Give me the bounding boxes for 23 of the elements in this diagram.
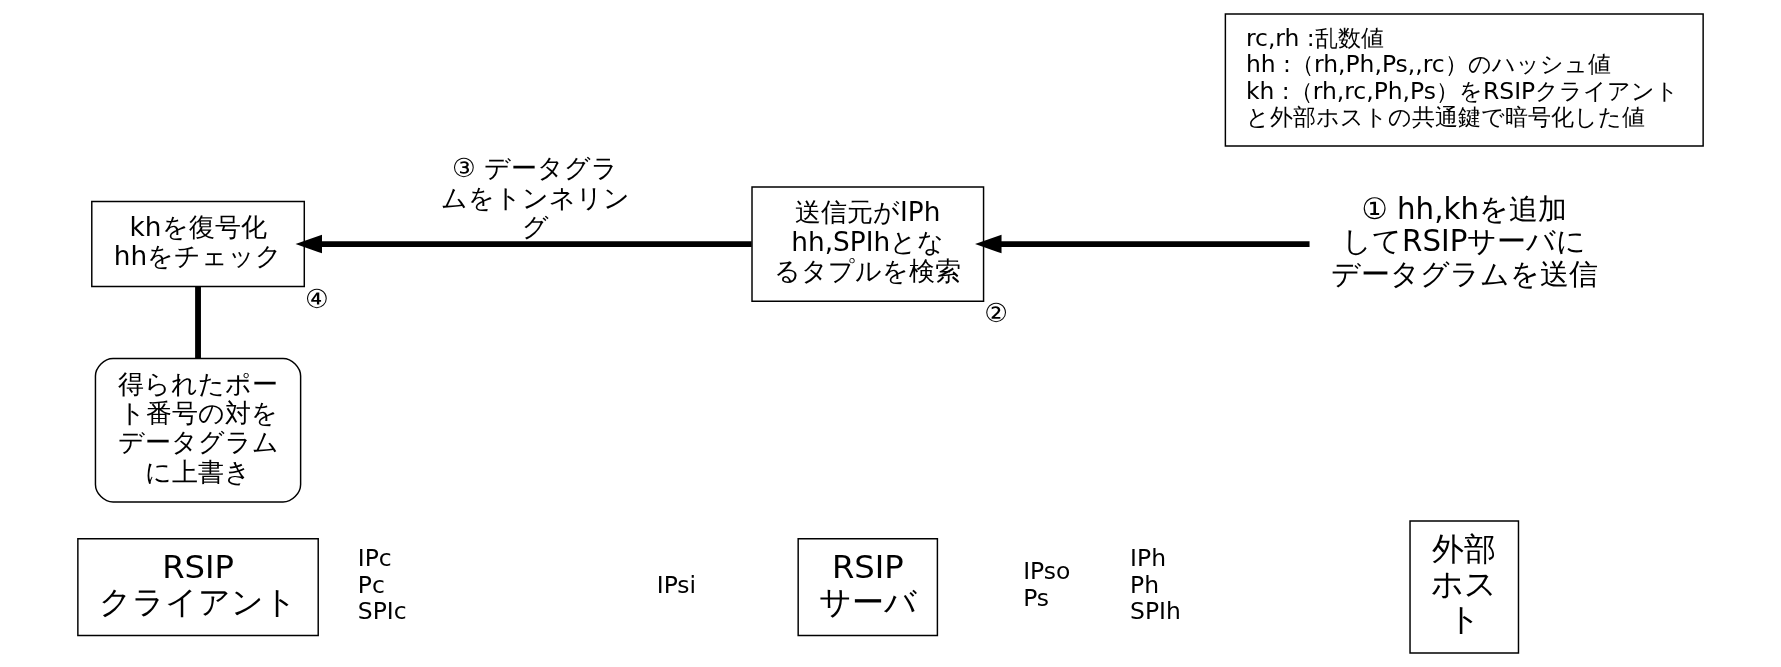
label: Pc: [357, 570, 385, 599]
label: IPc: [357, 544, 392, 573]
node-label: ②: [984, 298, 1008, 329]
node-text: ① hh,khを追加してRSIPサーバにデータグラムを送信: [1330, 192, 1598, 291]
node-box: khを復号化hhをチェック: [91, 200, 306, 288]
label: SPIc: [357, 596, 407, 625]
arrow: [975, 234, 1310, 254]
connector: [195, 286, 201, 359]
node-box: RSIPクライアント: [77, 537, 319, 637]
node-box: rc,rh :乱数値 hh :（rh,Ph,Ps,,rc）のハッシュ値 kh :（rh,rc,Ph,Ps）をRSIPクライアントと外部ホストの共通鍵で暗号化した値: [1224, 13, 1704, 147]
label: Ph: [1130, 570, 1160, 599]
arrow: [295, 234, 752, 254]
label: IPso: [1023, 557, 1071, 586]
label: SPIh: [1130, 596, 1181, 625]
label: IPsi: [656, 570, 697, 599]
node-box: RSIPサーバ: [797, 537, 939, 637]
node-label: ④: [304, 283, 329, 314]
node-box: 外部ホスト: [1409, 520, 1520, 654]
label: IPh: [1130, 544, 1167, 573]
edge-label: ③ データグラムをトンネリング: [440, 153, 630, 242]
label: Ps: [1023, 583, 1050, 612]
node-box: 得られたポート番号の対をデータグラムに上書き: [94, 357, 302, 503]
node-box: 送信元がIPh hh,SPIhとなるタプルを検索: [751, 186, 985, 302]
